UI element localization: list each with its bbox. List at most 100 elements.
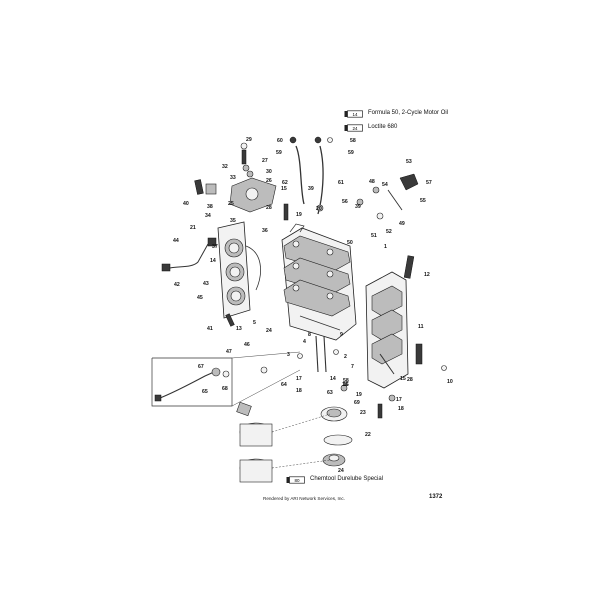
- part-callout: 41: [207, 326, 213, 332]
- part-callout: 20: [316, 206, 322, 212]
- part-callout: 1: [384, 244, 387, 250]
- part-callout: 24: [266, 328, 272, 334]
- bolts: [225, 186, 447, 419]
- legend-text: Loctite 680: [368, 124, 398, 130]
- part-callout: 9: [340, 332, 343, 338]
- part-callout: 7: [351, 364, 354, 370]
- legend-item: 24: [344, 124, 364, 132]
- part-callout: 23: [360, 410, 366, 416]
- legend-badge: 80: [294, 478, 300, 483]
- part-callout: 54: [382, 182, 388, 188]
- part-callout: 49: [399, 221, 405, 227]
- part-callout: 14: [330, 376, 336, 382]
- part-callout: 11: [418, 324, 424, 330]
- head-gasket-ring: [245, 245, 261, 291]
- wire-connector: [161, 263, 171, 272]
- part-callout: 52: [386, 229, 392, 235]
- part-callout: 28: [266, 205, 272, 211]
- part-callout: 47: [226, 349, 232, 355]
- part-callout: 61: [338, 180, 344, 186]
- part-callout: 48: [369, 179, 375, 185]
- part-callout: 63: [327, 390, 333, 396]
- part-callout: 2: [344, 354, 347, 360]
- part-callout: 14: [210, 258, 216, 264]
- part-callout: 56: [342, 199, 348, 205]
- part-callout: 17: [296, 376, 302, 382]
- part-callout: 33: [230, 175, 236, 181]
- part-callout: 17: [396, 397, 402, 403]
- leader-dashed: [271, 413, 331, 433]
- leader-dashed: [271, 459, 331, 469]
- part-callout: 32: [222, 164, 228, 170]
- part-callout: 69: [354, 400, 360, 406]
- part-callout: 30: [266, 169, 272, 175]
- part-callout: 8: [308, 332, 311, 338]
- hose-fitting: [327, 137, 333, 143]
- part-callout: 38: [207, 204, 213, 210]
- part-callout: 35: [230, 218, 236, 224]
- part-callout: 18: [296, 388, 302, 394]
- part-callout: 65: [202, 389, 208, 395]
- part-callout: 37: [212, 244, 218, 250]
- part-callout: 21: [190, 225, 196, 231]
- part-callout: 25: [228, 201, 234, 207]
- sensor-body: [211, 367, 221, 377]
- temp-sensor: [415, 343, 423, 365]
- clip-bracket: [399, 173, 419, 191]
- part-callout: 62: [282, 180, 288, 186]
- sensor-cable: [159, 371, 215, 399]
- bolt-shaft: [387, 189, 403, 211]
- part-callout: 24: [338, 468, 344, 474]
- bleed-hose: [317, 145, 324, 215]
- part-callout: 58: [350, 138, 356, 144]
- part-callout: 64: [281, 382, 287, 388]
- part-callout: 67: [198, 364, 204, 370]
- inset-leader: [231, 351, 301, 359]
- sensor-bracket: [205, 183, 217, 195]
- part-callout: 43: [203, 281, 209, 287]
- wire-lead: [169, 243, 209, 269]
- legend-text: Formula 50, 2-Cycle Motor Oil: [368, 110, 449, 116]
- part-callout: 36: [262, 228, 268, 234]
- part-callout: 58: [343, 378, 349, 384]
- part-callout: 39: [355, 204, 361, 210]
- part-callout: 16: [342, 382, 348, 388]
- legend-item: 14: [344, 110, 364, 118]
- part-callout: 13: [236, 326, 242, 332]
- bleed-hose: [295, 145, 305, 205]
- sensor-nut: [222, 370, 230, 378]
- temp-sensor: [403, 255, 415, 279]
- part-callout: 22: [365, 432, 371, 438]
- inset-leader: [231, 369, 301, 407]
- part-callout: 50: [347, 240, 353, 246]
- legend-badge: 14: [352, 112, 358, 117]
- lubricant-tube-icon: 24: [344, 124, 363, 132]
- part-callout: 42: [174, 282, 180, 288]
- part-callout: 59: [348, 150, 354, 156]
- crankcase-cover: [365, 271, 409, 389]
- hose-fitting: [289, 136, 297, 144]
- part-callout: 39: [308, 186, 314, 192]
- bearing-seal: [326, 408, 342, 418]
- lubricant-tube-icon: 80: [286, 476, 305, 484]
- part-callout: 55: [420, 198, 426, 204]
- part-callout: 60: [277, 138, 283, 144]
- end-cap: [328, 454, 340, 462]
- part-callout: 18: [398, 406, 404, 412]
- thermostat-housing: [229, 142, 277, 213]
- hose-fitting: [314, 136, 322, 144]
- lubricant-tube-icon: 14: [344, 110, 363, 118]
- o-ring: [323, 434, 353, 446]
- legend-text: Chemtool Durelube Special: [310, 476, 384, 482]
- cylinder-block: [281, 223, 357, 341]
- sensor-connector: [154, 394, 162, 402]
- part-callout: 19: [356, 392, 362, 398]
- part-callout: 26: [266, 178, 272, 184]
- part-callout: 15: [400, 376, 406, 382]
- part-callout: 15: [281, 186, 287, 192]
- part-callout: 16: [343, 382, 349, 388]
- part-callout: 68: [222, 386, 228, 392]
- wire-connector: [207, 237, 217, 247]
